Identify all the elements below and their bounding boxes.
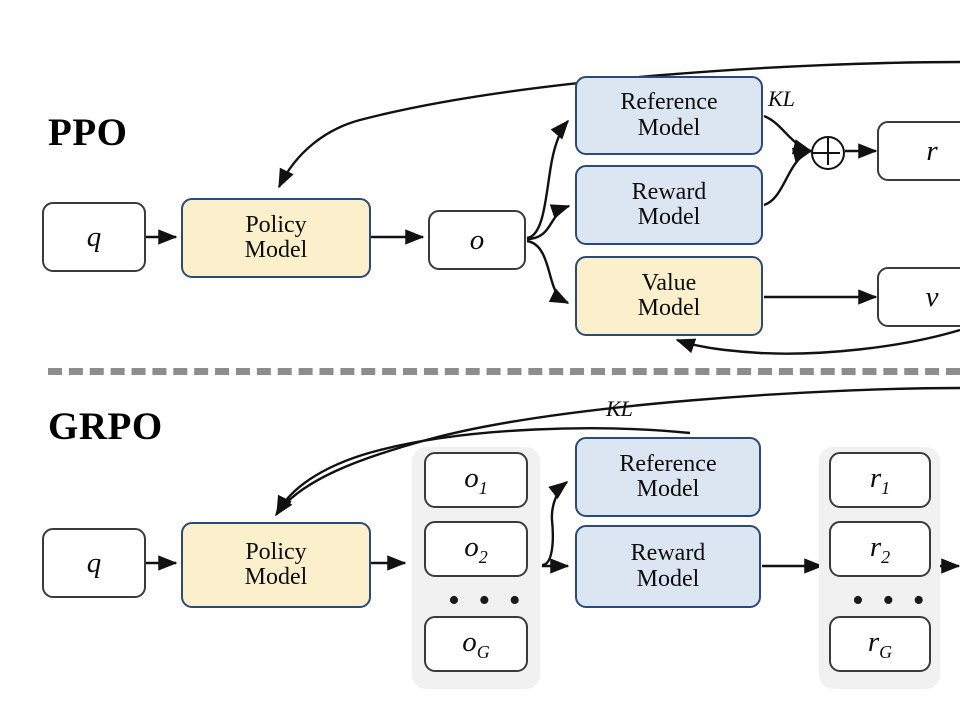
grpo-reward-model-label-line2: Model [636,565,700,592]
edge-ppo-reference-to-sum [763,114,813,155]
edge-ppo-reward-to-sum [763,147,813,207]
ppo-value-output-label: v [925,280,939,313]
grpo-reward-label-1: r1 [869,461,891,498]
grpo-query-label: q [86,546,102,579]
grpo-reward-item-g[interactable]: rG [829,616,931,672]
grpo-policy-model-box[interactable]: Policy Model [181,522,371,608]
section-divider [48,368,960,375]
ppo-reward-value-label: r [926,134,938,167]
edge-ppo-advantage-to-value [675,328,960,355]
edge-grpo-advantage-to-policy [275,386,960,517]
grpo-query-box[interactable]: q [42,528,146,598]
ppo-reward-value-box[interactable]: r [877,121,960,181]
grpo-output-label-2: o2 [464,530,488,567]
grpo-output-item-2[interactable]: o2 [424,521,528,577]
grpo-reference-model-label-line2: Model [636,476,700,502]
grpo-output-item-1[interactable]: o1 [424,452,528,508]
ppo-reference-model-label-line2: Model [637,114,701,141]
ppo-value-output-box[interactable]: v [877,267,960,327]
ppo-policy-model-label-line1: Policy [245,211,307,238]
grpo-reward-model-label-line1: Reward [630,540,706,567]
grpo-reference-model-label-line1: Reference [619,450,717,477]
grpo-reference-model-box[interactable]: Reference Model [575,437,761,517]
ppo-kl-label: KL [768,86,795,111]
grpo-reward-ellipsis: • • • [852,582,930,619]
ppo-reward-model-box[interactable]: Reward Model [575,165,763,245]
grpo-reward-item-1[interactable]: r1 [829,452,931,508]
edge-ppo-output-to-reference [526,119,569,240]
ppo-query-label: q [86,220,102,253]
edge-grpo-outputs-to-reference [541,481,569,567]
ppo-value-model-box[interactable]: Value Model [575,256,763,336]
edge-ppo-output-to-value [526,239,570,305]
ppo-reward-model-label-line2: Model [637,204,701,230]
ppo-reference-model-label-line1: Reference [620,89,718,116]
ppo-policy-model-box[interactable]: Policy Model [181,198,371,278]
grpo-kl-label: KL [606,396,633,421]
section-title-grpo: GRPO [48,405,163,448]
ppo-reward-model-label-line1: Reward [631,178,707,205]
ppo-output-label: o [469,223,485,256]
grpo-output-label-1: o1 [464,461,488,498]
ppo-output-box[interactable]: o [428,210,526,270]
grpo-output-label-g: oG [462,625,490,662]
grpo-reward-label-2: r2 [869,530,891,567]
grpo-output-item-g[interactable]: oG [424,616,528,672]
edge-ppo-advantage-to-policy [277,60,960,189]
grpo-policy-model-label-line1: Policy [245,538,307,565]
section-title-ppo: PPO [48,111,128,154]
edge-ppo-output-to-reward [526,204,571,241]
ppo-value-model-label-line1: Value [641,269,697,296]
grpo-reward-label-g: rG [867,625,893,662]
ppo-sum-icon [811,136,845,170]
ppo-query-box[interactable]: q [42,202,146,272]
grpo-reward-model-box[interactable]: Reward Model [575,525,761,608]
grpo-reward-item-2[interactable]: r2 [829,521,931,577]
ppo-policy-model-label-line2: Model [244,237,308,263]
grpo-policy-model-label-line2: Model [244,564,308,590]
ppo-value-model-label-line2: Model [637,295,701,321]
grpo-output-ellipsis: • • • [448,582,526,619]
ppo-reference-model-box[interactable]: Reference Model [575,76,763,155]
